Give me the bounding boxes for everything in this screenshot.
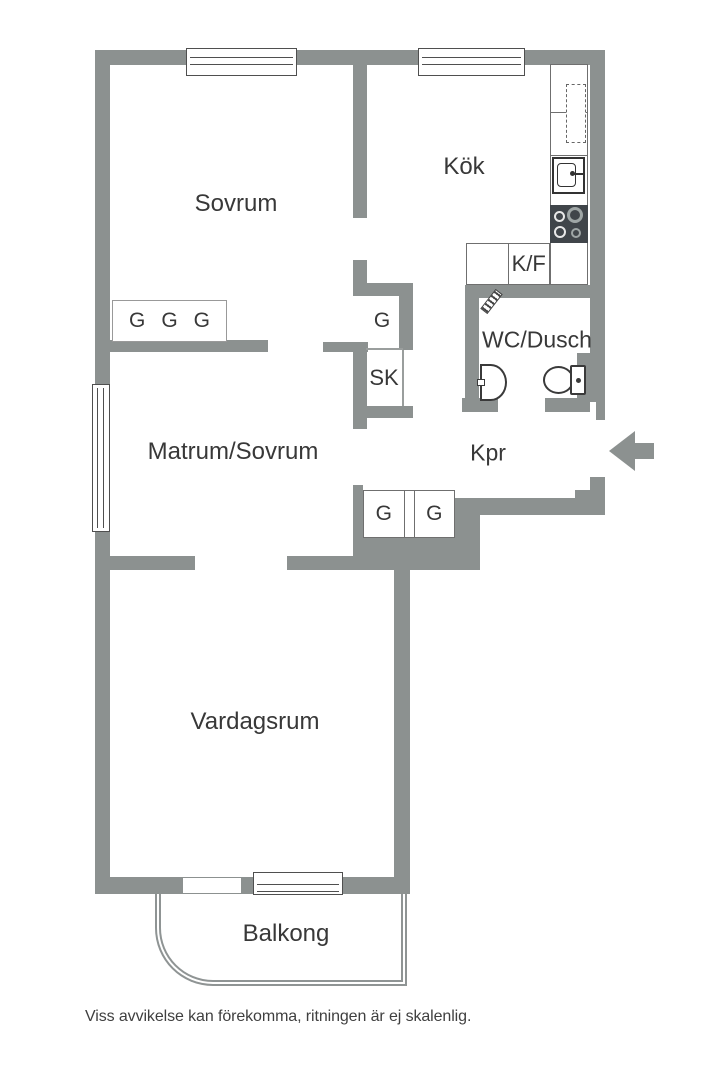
appliance-dashed-icon: [566, 84, 586, 143]
window-pane: [190, 57, 293, 65]
disclaimer-text: Viss avvikelse kan förekomma, ritningen …: [85, 1008, 472, 1025]
wardrobe-label: G: [375, 502, 392, 525]
window-pane: [257, 884, 339, 892]
room-label-balkong: Balkong: [242, 920, 330, 947]
wall-segment: [110, 340, 268, 352]
wall-segment: [95, 877, 183, 894]
sink-tap-line: [574, 173, 583, 175]
wall-segment: [297, 50, 418, 65]
wardrobe-label: G: [161, 309, 178, 332]
wardrobe-divider: [403, 491, 415, 537]
closet-label-g: G: [373, 309, 391, 332]
wall-opening: [183, 877, 241, 894]
window-sovrum: [186, 48, 297, 76]
wall-segment: [95, 532, 110, 893]
washbasin-tap: [477, 379, 485, 386]
room-label-wc-dusch: WC/Dusch: [482, 326, 592, 353]
room-label-sovrum: Sovrum: [194, 190, 278, 217]
burner-icon: [554, 226, 566, 238]
wall-segment: [590, 50, 605, 402]
wall-segment: [241, 877, 253, 894]
wall-segment: [596, 402, 605, 420]
wall-segment: [399, 291, 413, 350]
closet-divider-line: [366, 348, 403, 350]
wall-segment: [455, 498, 605, 515]
closet-label-sk: SK: [369, 365, 399, 390]
wardrobe-label: G: [193, 309, 210, 332]
burner-icon: [567, 207, 583, 223]
room-label-vardagsrum: Vardagsrum: [190, 708, 320, 735]
wall-segment: [465, 285, 479, 412]
kpr-wardrobes: G G: [363, 490, 455, 538]
fridge-freezer-cabinet: K/F: [466, 243, 550, 285]
sovrum-wardrobes: G G G: [112, 300, 227, 342]
wall-segment: [95, 50, 188, 65]
toilet-flush-dot: [576, 378, 581, 383]
wall-segment: [353, 283, 413, 296]
wall-segment: [323, 342, 368, 352]
wall-segment: [353, 538, 480, 570]
wall-segment: [394, 570, 410, 877]
burner-icon: [571, 228, 581, 238]
wall-segment: [287, 556, 360, 570]
toilet-icon: [543, 366, 574, 394]
entry-arrow-tail: [634, 443, 654, 459]
wall-segment: [353, 65, 367, 218]
wall-segment: [353, 406, 413, 418]
entry-arrow-icon: [609, 431, 635, 471]
wall-segment: [95, 556, 195, 570]
closet-edge-line: [402, 350, 404, 406]
cabinet-cell: [467, 244, 509, 284]
balcony-outline: [155, 894, 407, 986]
wall-segment: [353, 260, 367, 285]
sink-basin: [557, 163, 576, 187]
wall-segment: [462, 398, 498, 412]
room-label-kok: Kök: [443, 153, 485, 180]
stove-icon: [550, 205, 588, 243]
wall-segment: [465, 285, 605, 298]
window-pane: [422, 57, 521, 65]
wall-segment: [343, 877, 410, 894]
burner-icon: [554, 211, 565, 222]
wardrobe-label: G: [426, 502, 443, 525]
wall-segment: [353, 418, 367, 429]
sink-tap: [570, 171, 575, 176]
wardrobe-label: G: [128, 309, 146, 332]
kitchen-sink-icon: [552, 157, 585, 194]
room-label-matrum-sovrum: Matrum/Sovrum: [147, 438, 319, 465]
wall-segment: [95, 50, 110, 384]
wall-segment: [545, 398, 590, 412]
room-label-kpr: Kpr: [470, 439, 506, 466]
counter-divider: [550, 155, 588, 156]
window-matrum: [92, 384, 110, 532]
kf-label: K/F: [511, 251, 546, 276]
wall-segment: [525, 50, 605, 65]
wall-segment: [353, 485, 363, 538]
window-pane: [97, 388, 104, 528]
balcony-door-window: [253, 872, 343, 895]
wall-segment: [353, 342, 367, 418]
window-kok: [418, 48, 525, 76]
